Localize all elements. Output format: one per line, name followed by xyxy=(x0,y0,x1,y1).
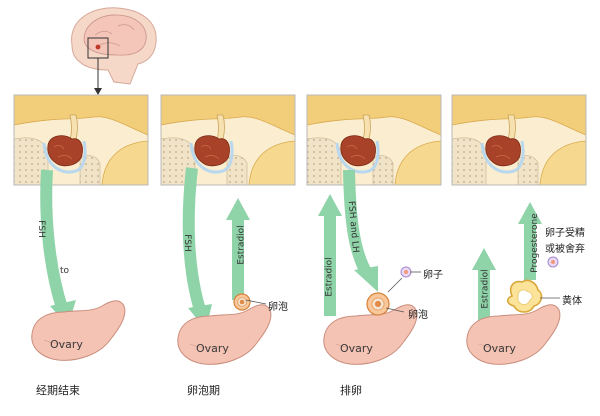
stage-1-caption: 经期结束 xyxy=(36,384,80,397)
corpus-luteum-icon xyxy=(506,279,543,313)
arrow-label-fsh-1: FSH xyxy=(35,220,46,238)
pituitary-panel-1 xyxy=(13,94,149,186)
estradiol-arrow-4 xyxy=(472,248,496,322)
arrow-label-fsh-2: FSH xyxy=(181,234,192,252)
follicle-icon xyxy=(366,292,390,316)
fsh-arrow-1 xyxy=(40,169,76,326)
stage-2-caption: 卵泡期 xyxy=(187,384,220,397)
egg-release-line xyxy=(387,277,403,293)
ovary-icon xyxy=(177,304,272,365)
arrow-label-estradiol-2: Estradiol xyxy=(236,225,247,265)
ovary-icon xyxy=(31,300,126,361)
arrow-label-progesterone-4: Progesterone xyxy=(529,213,540,273)
ovary-icon xyxy=(323,304,418,365)
pituitary-icon xyxy=(95,44,101,50)
egg-label-3: 卵子 xyxy=(423,270,443,281)
fertilized-label-4b: 或被舍弃 xyxy=(545,244,585,255)
pituitary-panel-4 xyxy=(451,94,587,186)
follicle-pointer-3 xyxy=(385,307,405,313)
ovary-label-2: Ovary xyxy=(196,342,229,355)
ovary-label-4: Ovary xyxy=(483,342,516,355)
brain-icon xyxy=(71,7,157,85)
arrow-label-estradiol-4: Estradiol xyxy=(480,269,491,309)
stage-3-caption: 排卵 xyxy=(340,384,362,397)
corpus-luteum-label-4: 黄体 xyxy=(562,296,582,307)
zoom-pointer-head xyxy=(94,88,102,95)
follicle-label-2: 卵泡 xyxy=(268,302,288,313)
follicle-icon xyxy=(233,293,251,311)
progesterone-arrow-4 xyxy=(518,202,542,280)
arrow-label-to: to xyxy=(60,266,70,276)
egg-icon xyxy=(400,266,412,278)
follicle-pointer-2 xyxy=(245,299,267,305)
pituitary-panel-2 xyxy=(160,94,296,186)
estradiol-arrow-2 xyxy=(226,198,250,300)
pituitary-panel-3 xyxy=(306,94,442,186)
arrow-label-estradiol-3: Estradiol xyxy=(324,257,335,297)
egg-icon xyxy=(547,256,559,268)
fsh-lh-arrow-3 xyxy=(343,169,378,292)
follicle-label-3: 卵泡 xyxy=(408,310,428,321)
ovary-label-3: Ovary xyxy=(340,342,373,355)
ovary-icon xyxy=(466,304,561,365)
ovary-label-1: Ovary xyxy=(50,338,83,351)
estradiol-arrow-3 xyxy=(318,194,342,316)
fertilized-label-4a: 卵子受精 xyxy=(545,228,585,239)
